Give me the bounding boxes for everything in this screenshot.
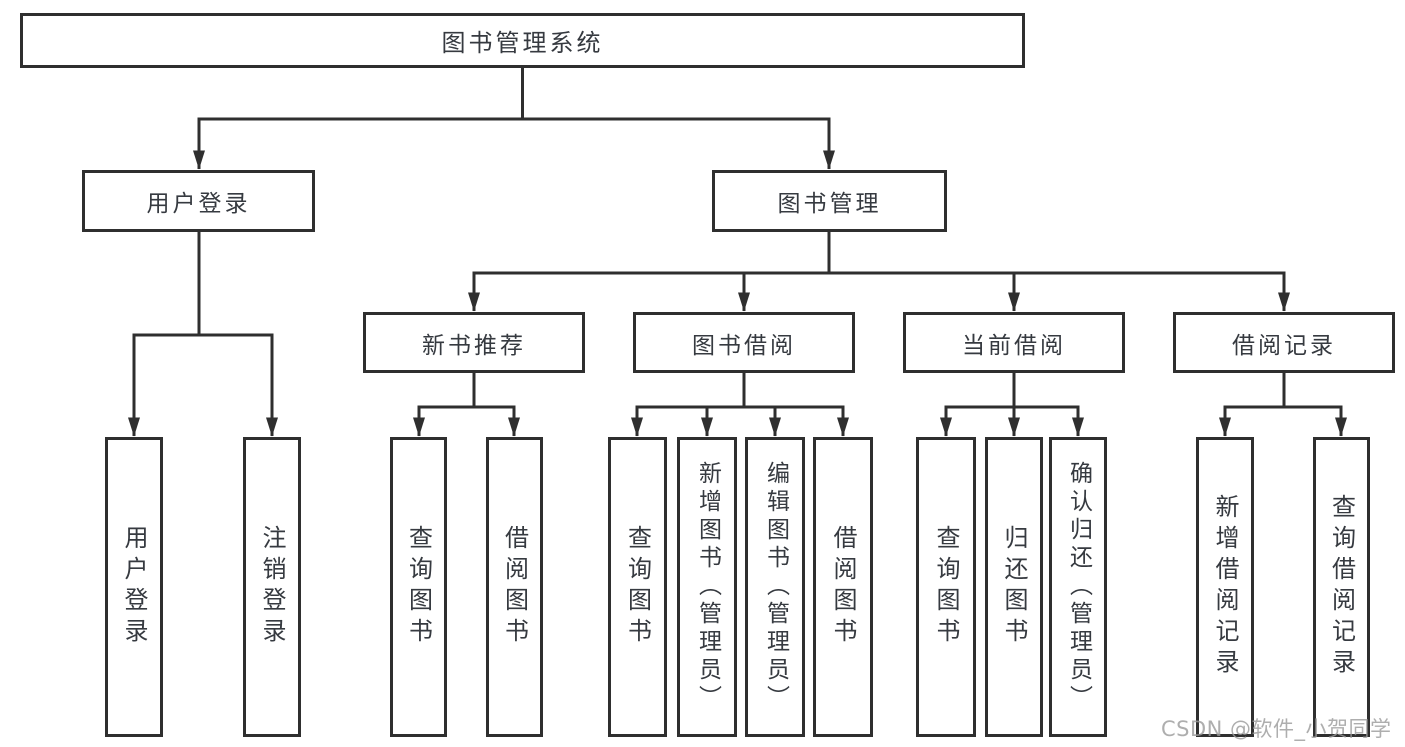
leaf-label: 编辑图书（管理员） bbox=[762, 461, 789, 713]
leaf-label: 查询图书 bbox=[932, 525, 960, 649]
leaf-query-books-current: 查询图书 bbox=[916, 437, 976, 737]
leaf-label: 借阅图书 bbox=[500, 525, 529, 649]
node-library-management-system: 图书管理系统 bbox=[20, 13, 1025, 68]
leaf-add-borrow-record: 新增借阅记录 bbox=[1196, 437, 1254, 737]
node-borrowing-records: 借阅记录 bbox=[1173, 312, 1395, 373]
watermark: CSDN @软件_小贺同学 bbox=[1161, 717, 1392, 741]
leaf-borrow-books-recommend: 借阅图书 bbox=[486, 437, 543, 737]
node-current-borrowing: 当前借阅 bbox=[903, 312, 1125, 373]
leaf-label: 新增图书（管理员） bbox=[694, 461, 721, 713]
leaf-label: 查询图书 bbox=[623, 525, 652, 649]
leaf-edit-books-admin: 编辑图书（管理员） bbox=[745, 437, 805, 737]
leaf-label: 借阅图书 bbox=[829, 525, 857, 649]
leaf-confirm-return-admin: 确认归还（管理员） bbox=[1049, 437, 1107, 737]
leaf-label: 新增借阅记录 bbox=[1211, 494, 1239, 680]
node-user-login: 用户登录 bbox=[82, 170, 315, 232]
node-label: 借阅记录 bbox=[1232, 332, 1336, 359]
leaf-add-books-admin: 新增图书（管理员） bbox=[677, 437, 737, 737]
leaf-query-books-borrow: 查询图书 bbox=[608, 437, 667, 737]
leaf-label: 注销登录 bbox=[258, 525, 286, 649]
leaf-return-books: 归还图书 bbox=[985, 437, 1043, 737]
node-label: 图书借阅 bbox=[692, 332, 796, 359]
leaf-query-books-recommend: 查询图书 bbox=[390, 437, 447, 737]
node-book-borrowing: 图书借阅 bbox=[633, 312, 855, 373]
node-new-book-recommendation: 新书推荐 bbox=[363, 312, 585, 373]
leaf-label: 用户登录 bbox=[120, 525, 148, 649]
leaf-label: 归还图书 bbox=[1000, 525, 1028, 649]
leaf-label: 查询图书 bbox=[404, 525, 433, 649]
node-label: 新书推荐 bbox=[422, 332, 526, 359]
node-label: 当前借阅 bbox=[962, 332, 1066, 359]
node-label: 图书管理系统 bbox=[441, 29, 604, 57]
leaf-user-login: 用户登录 bbox=[105, 437, 163, 737]
leaf-logout: 注销登录 bbox=[243, 437, 301, 737]
leaf-label: 查询借阅记录 bbox=[1327, 494, 1356, 680]
node-label: 用户登录 bbox=[146, 191, 251, 217]
node-book-management: 图书管理 bbox=[712, 170, 947, 232]
leaf-borrow-books: 借阅图书 bbox=[813, 437, 873, 737]
leaf-query-borrow-record: 查询借阅记录 bbox=[1313, 437, 1370, 737]
leaf-label: 确认归还（管理员） bbox=[1065, 461, 1092, 713]
node-label: 图书管理 bbox=[777, 191, 882, 217]
